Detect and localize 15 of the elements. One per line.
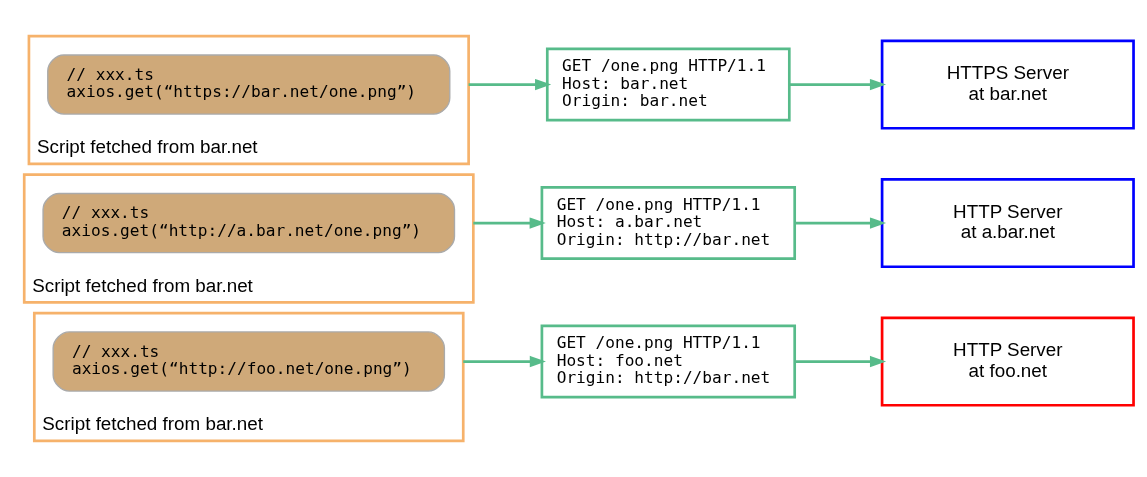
arrow [468, 78, 552, 91]
node-box: // xxx.ts axios.get(“http://a.bar.net/one.png”) [42, 192, 456, 254]
node-box: // xxx.ts axios.get(“https://bar.net/one.png”) [47, 54, 451, 115]
node-box: GET /one.png HTTP/1.1 Host: a.bar.net Origin: http://bar.net [540, 186, 797, 260]
node-box: HTTP Server at a.bar.net [880, 178, 1135, 269]
arrow [789, 78, 887, 91]
arrow [795, 355, 887, 368]
arrow [463, 355, 546, 368]
arrow [473, 217, 546, 229]
node-box: GET /one.png HTTP/1.1 Host: bar.net Origin: bar.net [545, 47, 791, 122]
arrow [795, 217, 887, 229]
node-box: // xxx.ts axios.get(“http://foo.net/one.png”) [52, 331, 446, 392]
node-box: HTTP Server at foo.net [880, 316, 1135, 407]
node-box: HTTPS Server at bar.net [880, 39, 1135, 130]
node-box: GET /one.png HTTP/1.1 Host: foo.net Origin: http://bar.net [540, 324, 797, 399]
